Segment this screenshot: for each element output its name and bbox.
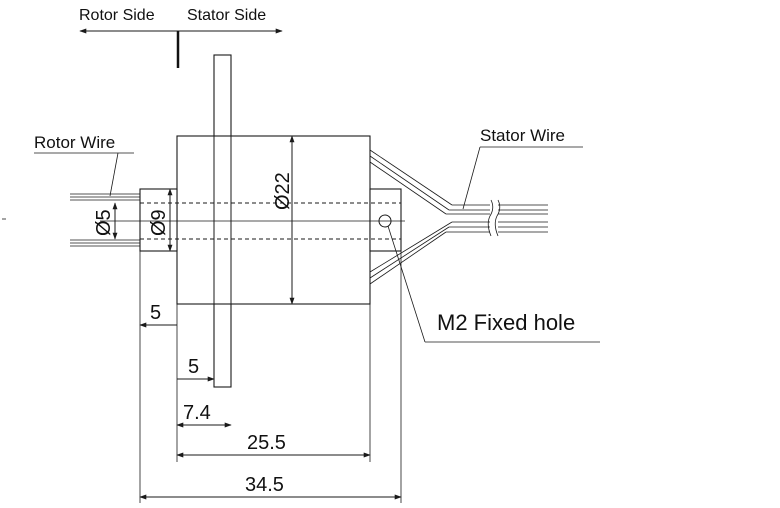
dim-flange-to-body: 7.4: [176, 402, 232, 428]
body-length-text: 25.5: [247, 432, 286, 454]
dim-body-length: 25.5: [176, 432, 371, 458]
dim-overall-length: 34.5: [139, 474, 402, 500]
stator-wires: [369, 149, 548, 285]
stator-wire-leader: Stator Wire: [462, 126, 583, 210]
dim-shaft-diameter: Ø9: [148, 188, 173, 252]
extension-lines: [139, 251, 402, 503]
shaft-diameter-text: Ø9: [148, 209, 170, 236]
stator-wire-label: Stator Wire: [480, 126, 565, 145]
stator-end-cap: [369, 188, 402, 252]
rotor-wire-label: Rotor Wire: [34, 133, 115, 152]
rotor-wire-leader: Rotor Wire: [34, 133, 134, 197]
rotor-side-label: Rotor Side: [79, 7, 155, 24]
fixed-hole-label: M2 Fixed hole: [437, 310, 575, 335]
fixed-hole-leader: M2 Fixed hole: [387, 225, 600, 343]
dim-body-diameter: Ø22: [272, 135, 295, 305]
rotor-body: [176, 135, 371, 305]
shaft-length-text: 5: [150, 302, 161, 324]
bore-hidden-lines: [140, 202, 401, 240]
overall-length-text: 34.5: [245, 474, 284, 496]
bore-diameter-text: Ø5: [93, 209, 115, 236]
stator-side-label: Stator Side: [187, 7, 266, 24]
flange-to-body-text: 7.4: [183, 402, 211, 424]
fixed-hole-icon: [378, 214, 392, 228]
dim-shaft-length: 5: [139, 302, 177, 328]
body-diameter-text: Ø22: [272, 172, 294, 210]
dim-bore-diameter: Ø5: [93, 202, 118, 240]
dim-flange-offset: 5: [177, 356, 215, 382]
flange-offset-text: 5: [188, 356, 199, 378]
side-indicator: Rotor Side Stator Side: [79, 7, 283, 68]
rotor-wires: [70, 193, 140, 247]
